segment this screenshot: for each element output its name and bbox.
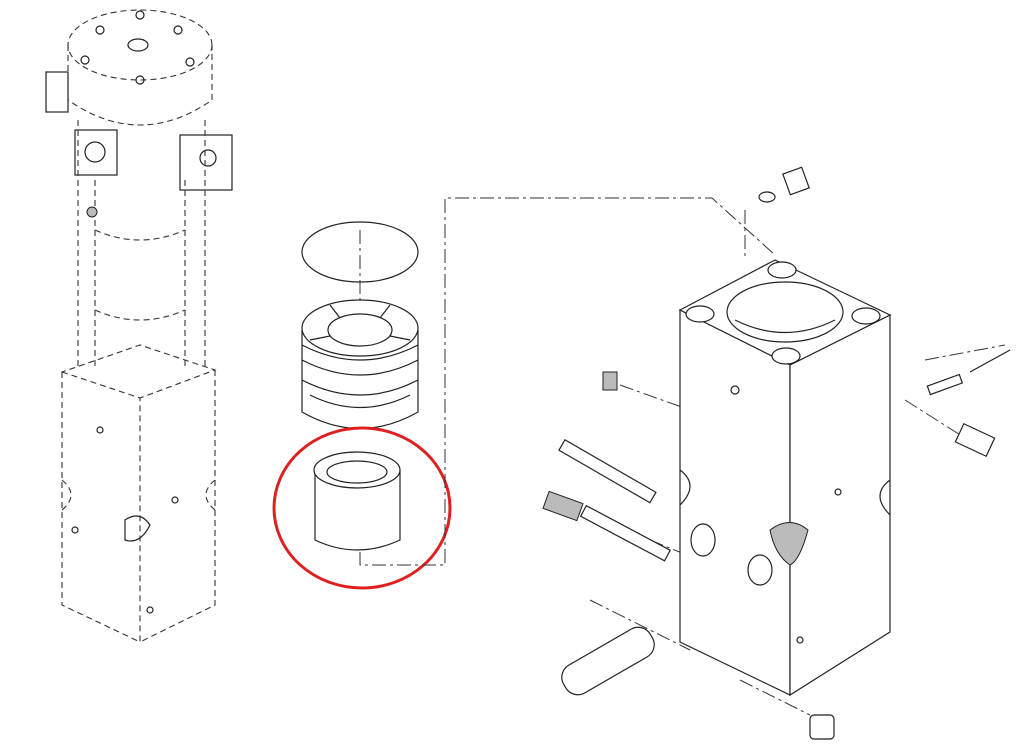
plug-top	[758, 166, 810, 203]
pins	[542, 438, 835, 740]
assembly-path	[359, 197, 776, 566]
highlight-circle	[272, 426, 452, 590]
phantom-assembly	[45, 9, 233, 643]
fitting-left	[602, 371, 618, 391]
sleeve	[313, 451, 401, 551]
manifold-block	[678, 259, 892, 697]
spring-pin-set	[926, 349, 1011, 458]
piston	[301, 299, 419, 430]
